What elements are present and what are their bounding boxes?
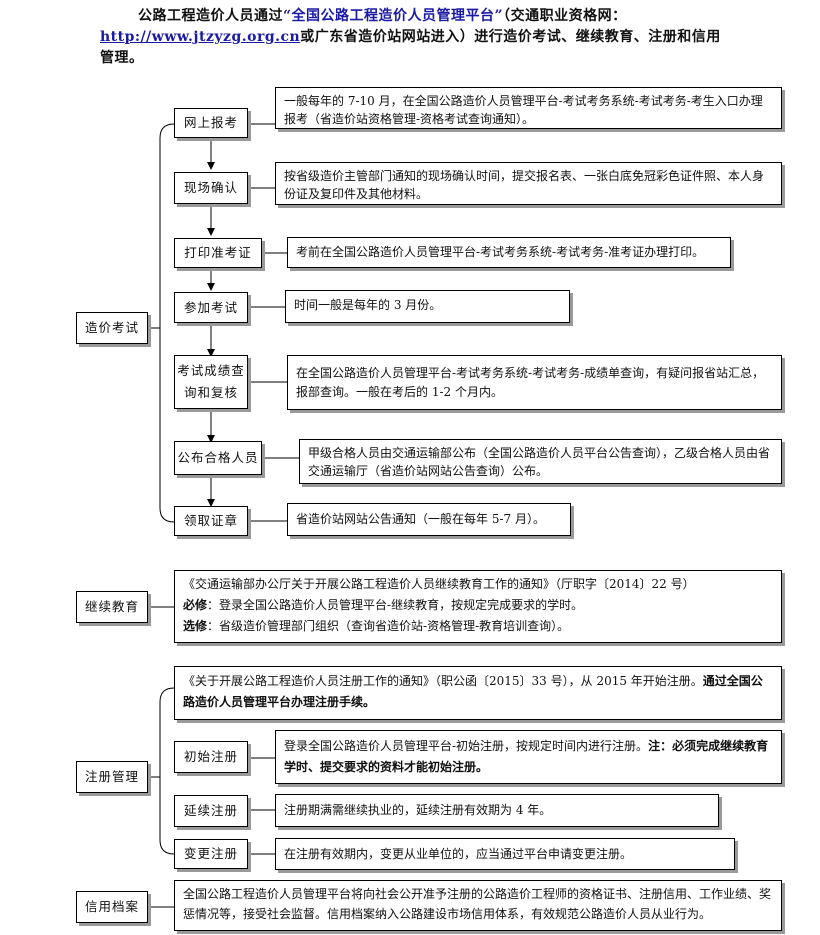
- step-label: 领取证章: [183, 513, 238, 528]
- section-credit: 信用档案: [76, 891, 148, 923]
- step-label: 公布合格人员: [177, 450, 259, 465]
- step-label: 初始注册: [183, 749, 238, 764]
- desc-text: 考前在全国公路造价人员管理平台-考试考务系统-考试考务-准考证办理打印。: [296, 245, 705, 259]
- desc-online-apply: 一般每年的 7-10 月，在全国公路造价人员管理平台-考试考务系统-考试考务-考…: [275, 87, 782, 129]
- step-online-apply: 网上报考: [174, 108, 248, 138]
- step-change-registration: 变更注册: [174, 839, 248, 869]
- desc-onsite-confirm: 按省级造价主管部门通知的现场确认时间，提交报名表、一张白底免冠彩色证件照、本人身…: [275, 162, 782, 205]
- step-collect-certificate: 领取证章: [174, 506, 248, 536]
- education-detail: 《交通运输部办公厅关于开展公路工程造价人员继续教育工作的通知》（厅职字〔2014…: [174, 570, 782, 643]
- desc-publish-qualified: 甲级合格人员由交通运输部公布（全国公路造价人员平台公告查询），乙级合格人员由省交…: [299, 439, 782, 484]
- desc-text: 时间一般是每年的 3 月份。: [294, 298, 442, 312]
- section-label: 注册管理: [84, 769, 139, 784]
- desc-text: 一般每年的 7-10 月，在全国公路造价人员管理平台-考试考务系统-考试考务-考…: [284, 94, 763, 126]
- step-label: 询和复核: [183, 385, 238, 400]
- header-text: 公路工程造价人员通过: [138, 8, 283, 24]
- desc-print-ticket: 考前在全国公路造价人员管理平台-考试考务系统-考试考务-准考证办理打印。: [287, 237, 731, 268]
- header-line-3: 管理。: [100, 50, 144, 66]
- step-take-exam: 参加考试: [174, 292, 248, 323]
- desc-text: 按省级造价主管部门通知的现场确认时间，提交报名表、一张白底免冠彩色证件照、本人身…: [284, 169, 765, 201]
- optional-tag: 选修: [183, 619, 208, 633]
- desc-text: 省造价站网站公告通知（一般在每年 5-7 月）。: [296, 512, 545, 526]
- notice-bold: 通过全国公路造价人员管理平台办理注册手续。: [183, 674, 763, 709]
- step-label: 网上报考: [183, 115, 238, 130]
- header-line-2: http://www.jtzyzg.org.cn或广东省造价站网站进入）进行造价…: [100, 27, 800, 48]
- step-label: 延续注册: [183, 803, 238, 818]
- header-text: （交通职业资格网：: [503, 8, 627, 24]
- section-label: 继续教育: [84, 599, 139, 614]
- registration-notice: 《关于开展公路工程造价人员注册工作的通知》（职公函〔2015〕33 号），从 2…: [174, 666, 782, 720]
- step-publish-qualified: 公布合格人员: [174, 441, 262, 475]
- desc-text: 在注册有效期内，变更从业单位的，应当通过平台申请变更注册。: [284, 847, 633, 861]
- header-line-1: 公路工程造价人员通过“全国公路工程造价人员管理平台”（交通职业资格网：: [100, 6, 800, 27]
- education-notice: 《交通运输部办公厅关于开展公路工程造价人员继续教育工作的通知》（厅职字〔2014…: [183, 577, 695, 591]
- step-onsite-confirm: 现场确认: [174, 172, 248, 204]
- step-score-review: 考试成绩查 询和复核: [174, 355, 248, 409]
- step-print-ticket: 打印准考证: [174, 238, 262, 268]
- page-header: 公路工程造价人员通过“全国公路工程造价人员管理平台”（交通职业资格网： http…: [100, 6, 800, 69]
- section-education: 继续教育: [76, 591, 148, 623]
- section-registration: 注册管理: [76, 761, 148, 793]
- step-label: 考试成绩查: [177, 363, 245, 378]
- step-renewal-registration: 延续注册: [174, 795, 248, 827]
- desc-text: 全国公路工程造价人员管理平台将向社会公开准予注册的公路造价工程师的资格证书、注册…: [183, 887, 772, 921]
- step-label: 现场确认: [183, 180, 238, 195]
- header-text: 或广东省造价站网站进入）进行造价考试、继续教育、注册和信用: [300, 29, 721, 45]
- desc-text: 注册期满需继续执业的，延续注册有效期为 4 年。: [284, 803, 552, 817]
- desc-renewal-registration: 注册期满需继续执业的，延续注册有效期为 4 年。: [275, 794, 719, 827]
- required-tag: 必修: [183, 598, 208, 612]
- step-label: 参加考试: [183, 299, 238, 315]
- section-exam: 造价考试: [76, 312, 148, 344]
- platform-name: “全国公路工程造价人员管理平台”: [283, 8, 504, 24]
- site-link[interactable]: http://www.jtzyzg.org.cn: [100, 29, 301, 45]
- step-label: 打印准考证: [184, 245, 252, 260]
- desc-collect-certificate: 省造价站网站公告通知（一般在每年 5-7 月）。: [287, 503, 571, 536]
- education-required: 必修：登录全国公路造价人员管理平台-继续教育，按规定完成要求的学时。: [183, 595, 773, 616]
- section-label: 造价考试: [84, 320, 139, 335]
- section-label: 信用档案: [84, 899, 139, 914]
- registration-bracket: [159, 687, 175, 855]
- desc-score-review: 在全国公路造价人员管理平台-考试考务系统-考试考务-成绩单查询，有疑问报省站汇总…: [287, 355, 782, 410]
- step-initial-registration: 初始注册: [174, 741, 248, 773]
- step-label: 变更注册: [183, 846, 238, 861]
- notice-text: 《关于开展公路工程造价人员注册工作的通知》（职公函〔2015〕33 号），从 2…: [183, 674, 703, 688]
- required-text: ：登录全国公路造价人员管理平台-继续教育，按规定完成要求的学时。: [207, 598, 584, 612]
- exam-bracket: [159, 123, 175, 523]
- desc-change-registration: 在注册有效期内，变更从业单位的，应当通过平台申请变更注册。: [275, 838, 735, 870]
- desc-text: 甲级合格人员由交通运输部公布（全国公路造价人员平台公告查询），乙级合格人员由省交…: [308, 446, 771, 478]
- desc-text: 在全国公路造价人员管理平台-考试考务系统-考试考务-成绩单查询，有疑问报省站汇总…: [296, 366, 765, 399]
- credit-detail: 全国公路工程造价人员管理平台将向社会公开准予注册的公路造价工程师的资格证书、注册…: [174, 880, 782, 931]
- desc-take-exam: 时间一般是每年的 3 月份。: [285, 290, 570, 323]
- education-optional: 选修：省级造价管理部门组织（查询省造价站-资格管理-教育培训查询）。: [183, 616, 773, 637]
- optional-text: ：省级造价管理部门组织（查询省造价站-资格管理-教育培训查询）。: [207, 619, 570, 633]
- desc-text: 登录全国公路造价人员管理平台-初始注册，按规定时间内进行注册。: [284, 739, 649, 753]
- desc-initial-registration: 登录全国公路造价人员管理平台-初始注册，按规定时间内进行注册。注：必须完成继续教…: [275, 730, 782, 784]
- desc-bold: 注：必须完成继续教育学时、提交要求的资料才能初始注册。: [284, 739, 769, 774]
